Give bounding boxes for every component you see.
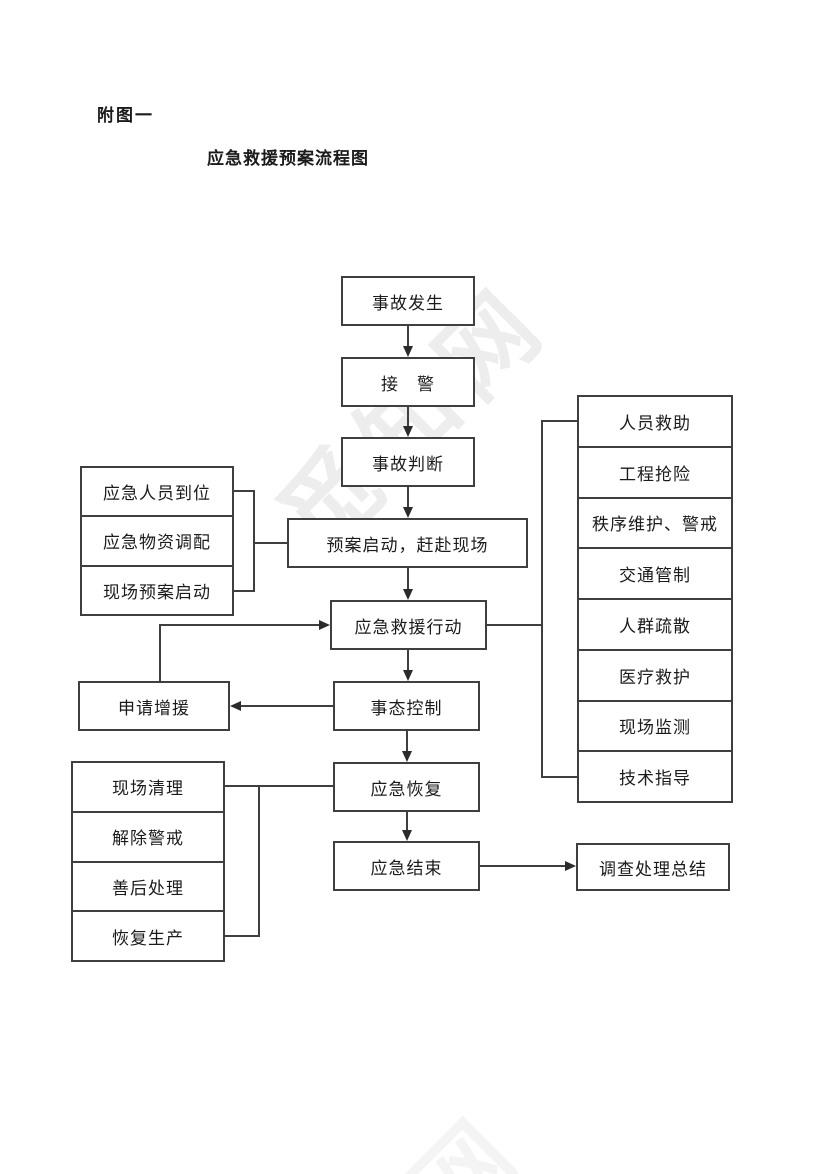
flow-node-end: 应急结束: [333, 841, 480, 891]
arrowhead-down-icon: [402, 751, 412, 762]
recovery-item: 解除警戒: [73, 810, 223, 861]
preparation-item: 应急人员到位: [103, 484, 211, 504]
preparation-item: 现场预案启动: [82, 564, 232, 614]
rescue-task-item: 交通管制: [579, 547, 731, 598]
flow-node-situation-control: 事态控制: [333, 681, 480, 731]
connector-control-reinforcement: [241, 705, 333, 707]
arrowhead-right-icon: [565, 861, 576, 871]
bracket-recoverygroup-vertical: [258, 785, 260, 937]
bracket-tasks-top-stub: [541, 420, 577, 422]
watermark-partial-text: 网: [375, 1076, 551, 1174]
rescue-task-item: 现场监测: [579, 699, 731, 751]
bracket-preparation-vertical: [253, 490, 255, 592]
figure-label: 附图一: [97, 106, 154, 125]
flow-node-recovery: 应急恢复: [333, 762, 480, 812]
connector-activation-rescue: [407, 568, 409, 590]
connector-accident-alarm: [407, 326, 409, 347]
connector-alarm-judgment: [407, 407, 409, 427]
bracket-tasks-bottom-stub: [541, 776, 577, 778]
flow-node-accident: 事故发生: [341, 276, 475, 326]
recovery-item: 恢复生产: [73, 910, 223, 960]
bracket-tasks-vertical: [541, 420, 543, 778]
rescue-task-item: 医疗救护: [579, 648, 731, 700]
connector-rescue-tasks: [487, 624, 543, 626]
rescue-task-item: 工程抢险: [579, 445, 731, 497]
connector-reinforcement-rescue: [159, 624, 320, 626]
recovery-group: 现场清理 解除警戒 善后处理 恢复生产: [71, 761, 225, 962]
flow-node-summary: 调查处理总结: [576, 843, 730, 891]
bracket-preparation-top-stub: [234, 490, 255, 492]
connector-end-summary: [480, 865, 566, 867]
connector-recoverygroup-recovery: [225, 785, 333, 787]
flow-node-rescue-action: 应急救援行动: [330, 600, 487, 650]
arrowhead-down-icon: [403, 670, 413, 681]
page-title: 应急救援预案流程图: [207, 149, 369, 168]
flow-node-alarm: 接 警: [341, 357, 475, 407]
connector-reinforcement-up: [159, 624, 161, 681]
connector-rescue-control: [407, 650, 409, 671]
arrowhead-down-icon: [403, 346, 413, 357]
arrowhead-down-icon: [402, 830, 412, 841]
arrowhead-left-icon: [230, 701, 241, 711]
connector-control-recovery: [406, 731, 408, 752]
bracket-preparation-bottom-stub: [234, 590, 255, 592]
recovery-item: 现场清理: [112, 779, 184, 799]
rescue-tasks-group: 人员救助 工程抢险 秩序维护、警戒 交通管制 人群疏散 医疗救护 现场监测 技术…: [577, 395, 733, 803]
rescue-task-item: 人群疏散: [579, 598, 731, 649]
connector-recovery-end: [406, 812, 408, 831]
connector-preparation-activation: [253, 542, 287, 544]
flow-node-judgment: 事故判断: [341, 437, 475, 487]
preparation-item: 应急物资调配: [82, 515, 232, 564]
arrowhead-down-icon: [403, 589, 413, 600]
rescue-task-item: 秩序维护、警戒: [579, 496, 731, 548]
bracket-recoverygroup-bottom-stub: [225, 935, 260, 937]
arrowhead-down-icon: [403, 507, 413, 518]
connector-judgment-activation: [407, 487, 409, 508]
arrowhead-right-icon: [319, 620, 330, 630]
preparation-group: 应急人员到位 应急物资调配 现场预案启动: [80, 466, 234, 616]
flow-node-reinforcement: 申请增援: [78, 681, 230, 731]
flow-node-plan-activation: 预案启动，赶赴现场: [287, 518, 528, 568]
rescue-task-item: 人员救助: [619, 413, 691, 433]
arrowhead-down-icon: [403, 426, 413, 437]
recovery-item: 善后处理: [73, 860, 223, 911]
rescue-task-item: 技术指导: [579, 750, 731, 801]
